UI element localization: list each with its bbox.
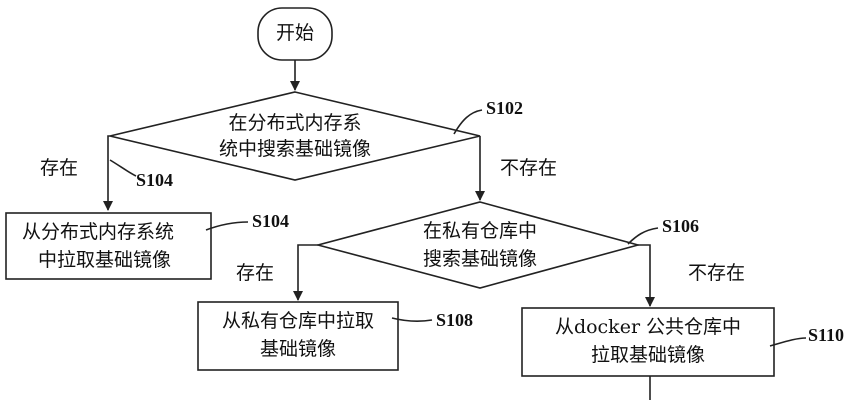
edge-decision1-exists <box>103 135 113 211</box>
leader-s104-a <box>109 159 137 177</box>
edge-label-exists-1: 存在 <box>40 157 79 179</box>
step-label-s106: S106 <box>662 216 700 236</box>
decision1-diamond <box>109 91 481 181</box>
step-label-s108: S108 <box>436 310 474 330</box>
box-distributed-line1: 从分布式内存系统 <box>22 221 175 243</box>
edge-decision2-not-exists <box>638 244 655 307</box>
box-private-line2: 基础镜像 <box>259 338 336 360</box>
decision2-line1: 在私有仓库中 <box>422 220 537 242</box>
decision2-diamond <box>314 201 642 289</box>
step-label-s104-b: S104 <box>252 211 290 231</box>
leader-s104-b <box>205 221 249 231</box>
step-label-s110: S110 <box>808 325 845 345</box>
edge-label-not-exists-2: 不存在 <box>688 262 746 284</box>
leader-s106 <box>627 227 659 245</box>
edge-label-not-exists-1: 不存在 <box>500 157 558 179</box>
box-docker-line1: 从docker 公共仓库中 <box>554 316 742 338</box>
box-private-line1: 从私有仓库中拉取 <box>221 310 374 332</box>
decision1-line1: 在分布式内存系 <box>228 112 362 134</box>
decision1-line2: 统中搜索基础镜像 <box>218 138 371 160</box>
box-distributed <box>5 212 212 280</box>
leader-s108 <box>391 317 433 323</box>
decision2-line2: 搜索基础镜像 <box>422 248 537 270</box>
box-distributed-line2: 中拉取基础镜像 <box>38 249 172 271</box>
box-docker-line2: 拉取基础镜像 <box>590 344 705 366</box>
edge-decision2-exists <box>293 244 318 301</box>
box-docker <box>521 307 775 377</box>
step-label-s104-a: S104 <box>136 170 174 190</box>
leader-s102 <box>453 109 483 135</box>
edge-label-exists-2: 存在 <box>236 262 275 284</box>
leader-s110 <box>769 337 807 347</box>
step-label-s102: S102 <box>486 98 524 118</box>
start-label: 开始 <box>275 22 314 44</box>
box-private <box>197 301 399 371</box>
